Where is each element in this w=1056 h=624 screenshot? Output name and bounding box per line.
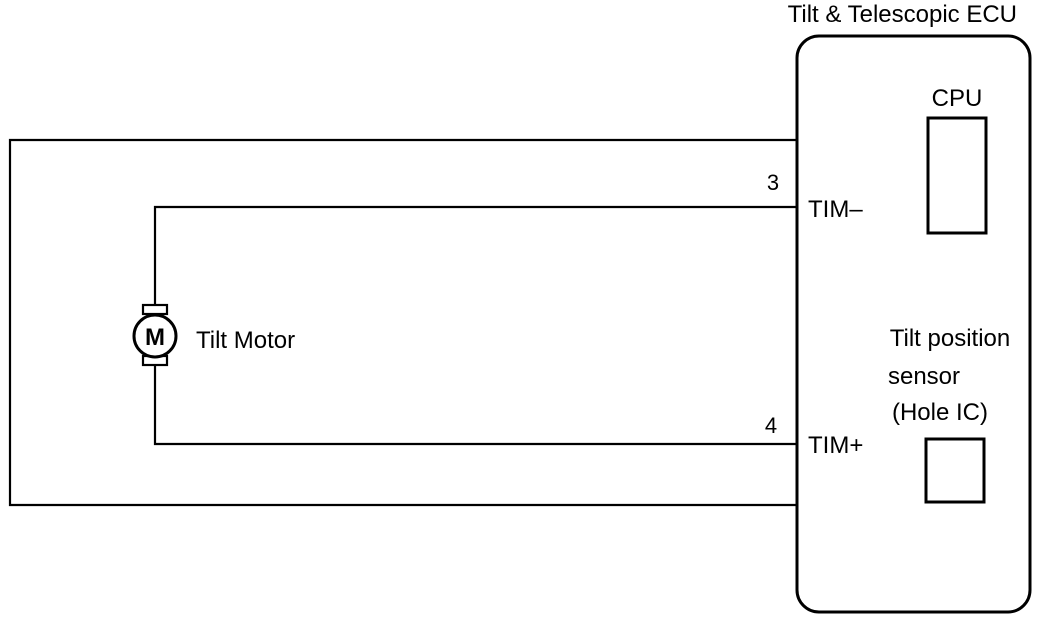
motor-label: Tilt Motor	[196, 327, 295, 354]
sensor-label-line1: Tilt position	[890, 325, 1011, 352]
ecu-box	[795, 34, 1032, 614]
motor-icon	[132, 303, 178, 367]
sensor-label-line3: (Hole IC)	[892, 399, 988, 426]
cpu-block	[926, 116, 988, 235]
sensor-block	[924, 437, 986, 504]
ecu-title: Tilt & Telescopic ECU	[788, 1, 1017, 28]
cpu-label: CPU	[932, 85, 983, 112]
pin-number-3: 3	[767, 170, 779, 195]
outer-loop-wire	[8, 138, 797, 507]
sensor-label-line2: sensor	[888, 363, 960, 390]
pin-number-4: 4	[765, 413, 777, 438]
tim-minus-wire	[153, 205, 797, 308]
terminal-tim-plus: TIM+	[808, 432, 863, 459]
terminal-tim-minus: TIM–	[808, 196, 863, 223]
motor-symbol: M	[145, 324, 165, 351]
tim-plus-wire	[153, 366, 797, 446]
